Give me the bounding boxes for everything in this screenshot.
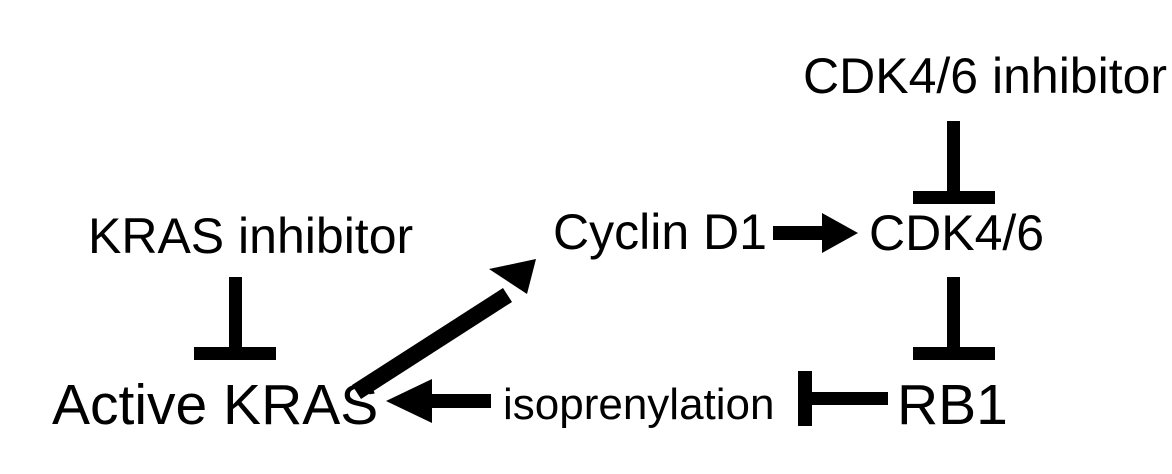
node-label-cyclin-d1: Cyclin D1 <box>553 204 767 260</box>
arrow-head <box>822 213 858 253</box>
arrow-shaft <box>352 288 512 399</box>
node-label-isoprenylation: isoprenylation <box>503 380 775 429</box>
inhibition-stem <box>229 277 242 355</box>
inhibition-shaft <box>811 392 888 405</box>
node-label-rb1: RB1 <box>897 373 1008 437</box>
edge-cdk46-inhibitor-to-cdk46 <box>913 121 995 204</box>
edge-cdk46-to-rb1 <box>913 277 995 360</box>
arrow-head <box>386 379 432 423</box>
edge-rb1-to-isoprenylation <box>798 371 888 426</box>
inhibition-crossbar <box>913 191 995 204</box>
arrow-shaft <box>425 394 491 408</box>
inhibition-crossbar <box>194 347 276 360</box>
arrow-head <box>489 259 536 294</box>
node-label-cdk46-inhibitor: CDK4/6 inhibitor <box>803 48 1167 104</box>
inhibition-crossbar <box>798 371 812 426</box>
edge-cyclin-d1-to-cdk46 <box>773 213 858 253</box>
inhibition-stem <box>947 277 960 355</box>
edge-isoprenylation-to-active-kras <box>386 379 491 423</box>
inhibition-crossbar <box>913 347 995 360</box>
node-label-kras-inhibitor: KRAS inhibitor <box>88 208 413 264</box>
node-label-cdk46: CDK4/6 <box>869 205 1044 261</box>
inhibition-stem <box>947 121 960 199</box>
arrow-shaft <box>773 226 831 240</box>
node-label-active-kras: Active KRAS <box>52 373 378 437</box>
edge-active-kras-to-cyclin-d1 <box>352 259 536 399</box>
edge-kras-inhibitor-to-active-kras <box>194 277 276 360</box>
